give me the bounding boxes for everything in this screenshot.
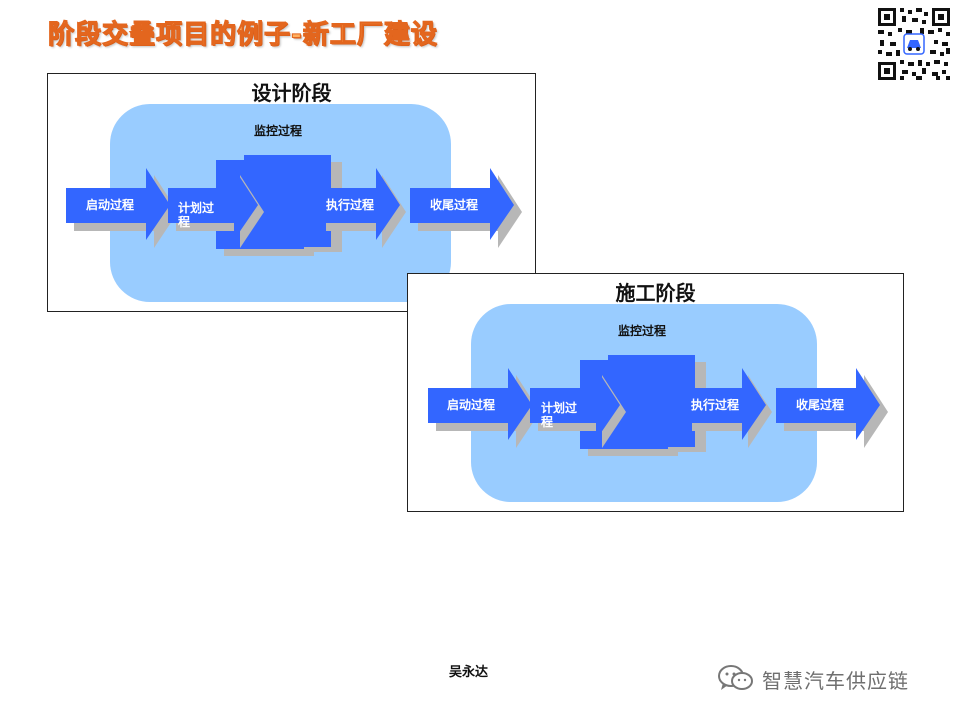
process-core-box-2 [608,355,695,447]
closing-process-label: 收尾过程 [430,198,479,212]
executing-arrow [318,168,406,248]
wechat-icon [718,665,753,690]
design-phase-panel: 设计阶段 监控过程 启动过程 计划过 程 执行过程 收尾过程 [47,73,536,312]
closing-arrow [410,168,522,248]
watermark-text: 智慧汽车供应链 [762,669,909,693]
construction-phase-title: 施工阶段 [615,281,696,305]
executing-arrow [684,368,772,448]
initiating-arrow [428,368,540,448]
author-name: 吴永达 [449,665,489,680]
initiating-process-label: 启动过程 [86,198,135,212]
monitoring-process-label: 监控过程 [254,124,303,138]
planning-arrow [530,368,626,448]
executing-process-label: 执行过程 [691,398,740,412]
design-phase-title: 设计阶段 [251,81,332,105]
construction-phase-panel: 施工阶段 监控过程 启动过程 计划过 程 执行过程 收尾过程 [407,273,904,512]
process-core-box-2 [244,155,331,247]
initiating-process-label: 启动过程 [447,398,496,412]
page-title: 阶段交叠项目的例子-新工厂建设 [48,20,438,51]
initiating-arrow [66,168,178,248]
planning-arrow [168,168,264,248]
closing-arrow [776,368,888,448]
monitoring-process-label: 监控过程 [618,324,667,338]
executing-process-label: 执行过程 [326,198,375,212]
planning-process-label: 计划过 程 [541,401,578,429]
qr-code-icon [876,6,952,82]
closing-process-label: 收尾过程 [796,398,845,412]
planning-process-label: 计划过 程 [178,201,215,229]
